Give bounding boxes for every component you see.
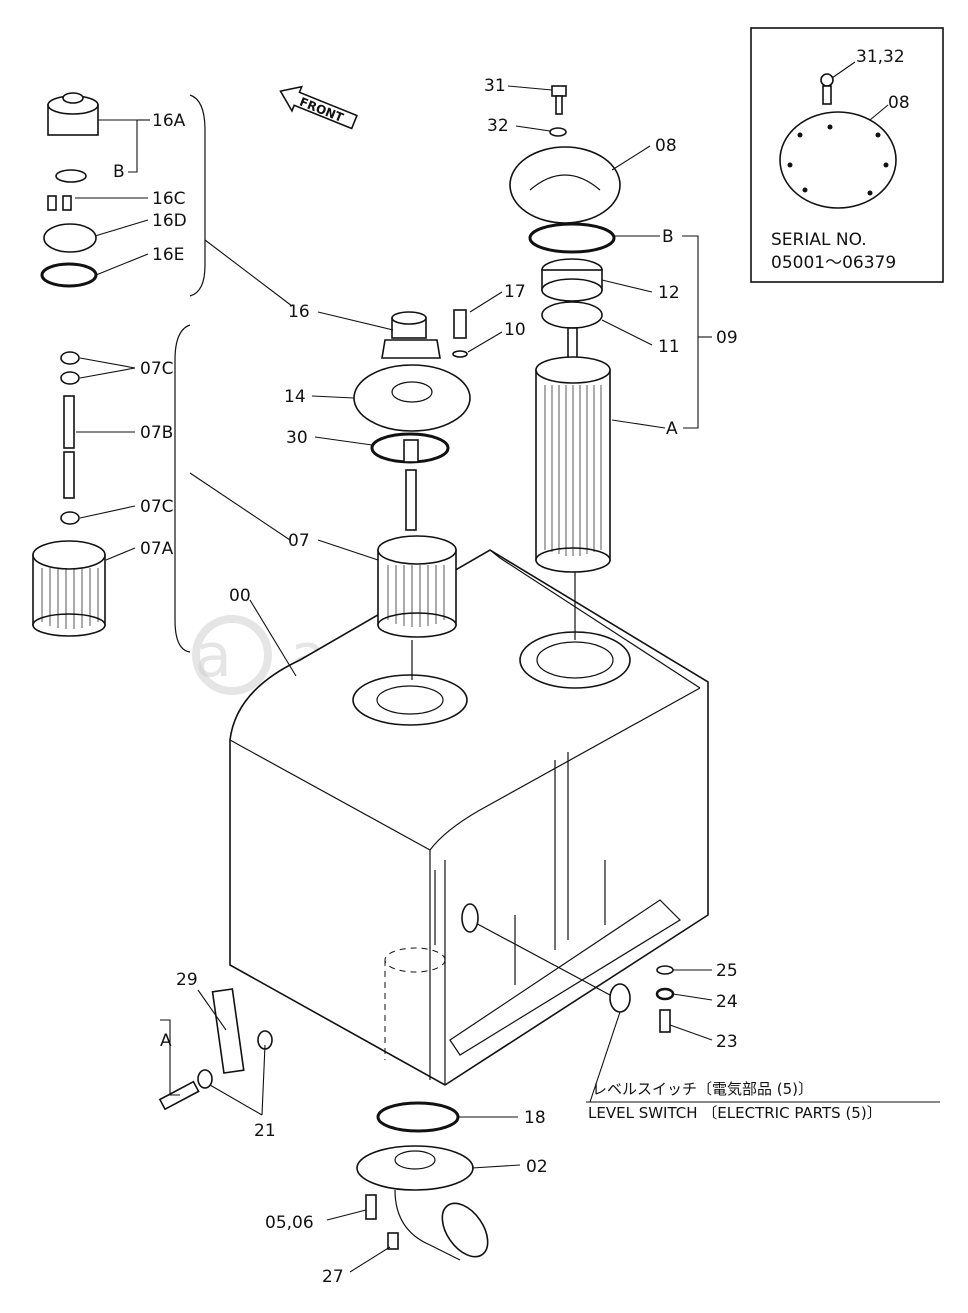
callout-02: 02: [526, 1157, 548, 1177]
callout-10: 10: [504, 320, 526, 340]
watermark-a: a: [195, 621, 232, 691]
callout-32: 32: [487, 116, 509, 136]
level-switch-en: LEVEL SWITCH 〔ELECTRIC PARTS (5)〕: [588, 1104, 882, 1122]
bolt-17: [453, 309, 467, 339]
callout-30: 30: [286, 428, 308, 448]
callout-05-06: 05,06: [265, 1213, 314, 1233]
level-switch-jp: レベルスイッチ〔電気部品 (5)〕: [592, 1080, 813, 1098]
serial-inset: 31,32 08 SERIAL NO. 05001～06379: [750, 27, 944, 283]
callout-a: A: [666, 419, 678, 439]
callout-24: 24: [716, 992, 738, 1012]
callout-17: 17: [504, 282, 526, 302]
callout-07c-top: 07C: [140, 359, 174, 379]
tank-port-left: [352, 674, 468, 726]
flange-14: [353, 364, 471, 432]
tank-body: [229, 549, 709, 1086]
callout-07: 07: [288, 531, 310, 551]
callout-07c-bottom: 07C: [140, 497, 174, 517]
valve-11: [541, 301, 603, 329]
callout-00: 00: [229, 586, 251, 606]
callout-08: 08: [655, 136, 677, 156]
callout-16b: B: [113, 162, 125, 182]
callout-18: 18: [524, 1108, 546, 1128]
callout-16d: 16D: [152, 211, 187, 231]
callout-16e: 16E: [152, 245, 184, 265]
inset-bolt: [822, 85, 832, 105]
tank-bottom-rail: [449, 899, 681, 1056]
callout-21: 21: [254, 1121, 276, 1141]
front-label: FRONT: [298, 95, 347, 125]
washer-24: [655, 987, 675, 1001]
nut-07c-2: [60, 511, 80, 525]
callout-b: B: [662, 227, 674, 247]
inset-callout-bolt: 31,32: [856, 47, 905, 67]
callout-16a: 16A: [152, 111, 186, 131]
bottom-parts: [158, 903, 675, 1261]
callout-23: 23: [716, 1032, 738, 1052]
callout-31: 31: [484, 76, 506, 96]
washer-25: [656, 965, 674, 975]
breather-detail: [40, 92, 206, 297]
body-16d: [43, 223, 97, 253]
screw-16c: [62, 195, 72, 211]
callout-16c: 16C: [152, 189, 186, 209]
callout-27: 27: [322, 1267, 344, 1287]
washer-32: [549, 127, 567, 137]
plug-27: [387, 1232, 399, 1250]
gasket-16e: [40, 262, 98, 288]
bracket-16: [189, 94, 206, 297]
strainer-detail: [32, 324, 191, 653]
rod-07b: [63, 395, 75, 449]
callout-12: 12: [658, 283, 680, 303]
nut-07c-1: [60, 351, 80, 365]
o-ring-16b: [55, 169, 87, 183]
return-filter-assembly: [509, 85, 621, 640]
suction-strainer-assembly: [353, 309, 471, 680]
callout-29: 29: [176, 970, 198, 990]
serial-title: SERIAL NO.: [771, 230, 867, 250]
callout-07b: 07B: [140, 423, 173, 443]
flange-02: [356, 1145, 474, 1191]
o-ring-18: [376, 1101, 460, 1133]
inset-callout-cover: 08: [888, 93, 910, 113]
serial-range: 05001～06379: [771, 253, 896, 273]
callout-09: 09: [716, 328, 738, 348]
callout-07a: 07A: [140, 539, 174, 559]
bolt-05-06: [365, 1194, 377, 1220]
callout-11: 11: [658, 337, 680, 357]
bracket-29: [211, 988, 245, 1074]
bolt-31: [551, 85, 567, 97]
front-arrow-shape: [279, 85, 358, 130]
callout-labels: 31 32 08 B 12 11 09 A 17 10 16 14 30 07 …: [113, 76, 940, 1287]
callout-a-bottom: A: [160, 1031, 172, 1051]
cover-08: [509, 146, 621, 224]
level-switch: [609, 983, 631, 1013]
inset-frame: [750, 27, 944, 283]
washer-10: [452, 350, 468, 358]
callout-25: 25: [716, 961, 738, 981]
o-ring-b: [528, 222, 616, 254]
callout-16: 16: [288, 302, 310, 322]
bracket-07: [174, 324, 191, 653]
front-arrow: FRONT: [279, 85, 358, 130]
callout-14: 14: [284, 387, 306, 407]
bolt-23: [659, 1009, 671, 1033]
inset-cover-plate: [779, 111, 897, 209]
leader-lines: [75, 85, 713, 1273]
